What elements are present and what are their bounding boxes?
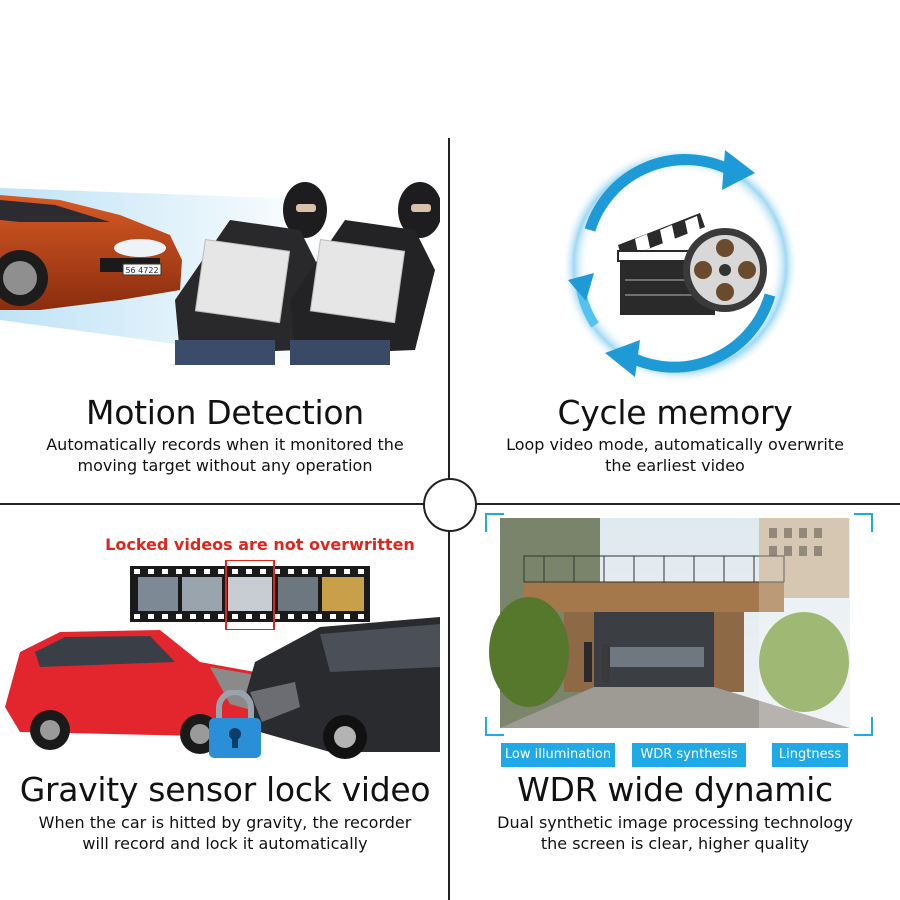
cycle-desc-line1: Loop video mode, automatically overwrite (506, 435, 844, 454)
cycle-arrows-icon (568, 150, 776, 377)
film-reel-icon (683, 228, 767, 312)
wdr-photo-frame (484, 512, 874, 737)
wdr-label-wdr-synthesis: WDR synthesis (632, 743, 746, 767)
center-circle (423, 478, 477, 532)
cycle-title: Cycle memory (557, 393, 793, 432)
thief-figure (175, 182, 327, 365)
thief-figure (290, 182, 440, 365)
wdr-desc-line2: the screen is clear, higher quality (540, 834, 810, 853)
motion-description: Automatically records when it monitored … (0, 434, 450, 476)
svg-text:56 4722: 56 4722 (125, 266, 158, 275)
wdr-desc-line1: Dual synthetic image processing technolo… (497, 813, 853, 832)
cycle-desc-line2: the earliest video (605, 456, 745, 475)
wdr-title: WDR wide dynamic (517, 770, 833, 809)
cycle-description: Loop video mode, automatically overwrite… (450, 434, 900, 476)
motion-title: Motion Detection (86, 393, 364, 432)
padlock-icon (205, 690, 265, 760)
gravity-desc-line2: will record and lock it automatically (82, 834, 368, 853)
cycle-memory-illustration (550, 135, 810, 390)
gravity-description: When the car is hitted by gravity, the r… (0, 812, 450, 854)
wdr-description: Dual synthetic image processing technolo… (450, 812, 900, 854)
film-strip-icon (130, 560, 370, 630)
crashed-cars-image (0, 612, 440, 762)
motion-detection-illustration: 56 4722 (0, 160, 440, 380)
car-image: 56 4722 (0, 195, 182, 310)
locked-caption: Locked videos are not overwritten (105, 535, 415, 554)
motion-desc-line2: moving target without any operation (77, 456, 373, 475)
gravity-title: Gravity sensor lock video (19, 770, 431, 809)
wdr-label-lingtness: Lingtness (772, 743, 848, 767)
motion-desc-line1: Automatically records when it monitored … (46, 435, 404, 454)
wdr-label-low-illumination: Low illumination (501, 743, 615, 767)
building-garage-photo (489, 518, 850, 728)
gravity-desc-line1: When the car is hitted by gravity, the r… (38, 813, 412, 832)
